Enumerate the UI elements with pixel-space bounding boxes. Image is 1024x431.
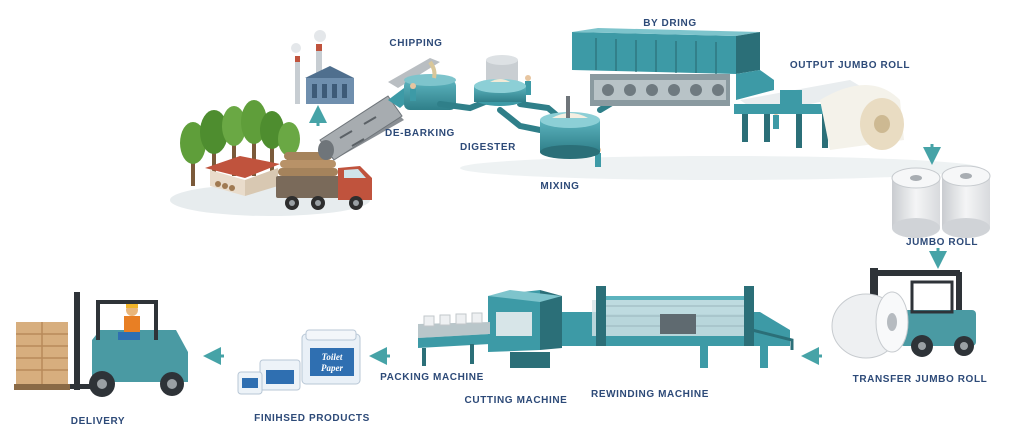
- finished-products: Toilet Paper: [237, 329, 361, 395]
- package-text-line2: Paper: [321, 363, 343, 373]
- mixing-tank: [540, 96, 600, 159]
- cutting-machine: [488, 290, 562, 368]
- label-digester: DIGESTER: [460, 142, 516, 153]
- label-output-jumbo-roll: OUTPUT JUMBO ROLL: [790, 60, 910, 71]
- drying-machine: [572, 28, 774, 106]
- label-rewinding-machine: REWINDING MACHINE: [591, 389, 709, 400]
- label-transfer-jumbo-roll: TRANSFER JUMBO ROLL: [853, 374, 988, 385]
- log-shed: [205, 156, 280, 196]
- package-text-line1: Toilet: [322, 352, 343, 362]
- label-by-dring: BY DRING: [643, 18, 697, 29]
- label-delivery: DELIVERY: [71, 416, 125, 427]
- label-de-barking: DE-BARKING: [385, 128, 455, 139]
- delivery-forklift-icon: [70, 292, 188, 397]
- label-chipping: CHIPPING: [389, 38, 442, 49]
- label-mixing: MIXING: [540, 181, 579, 192]
- roll-icon: [891, 165, 991, 238]
- plant-ground: [460, 156, 980, 180]
- rewinding-machine: [560, 286, 794, 368]
- label-packing-machine: PACKING MACHINE: [380, 372, 484, 383]
- truck-icon: [276, 152, 372, 210]
- factory-icon: [291, 30, 354, 104]
- label-finished-products: FINIHSED PRODUCTS: [254, 413, 370, 424]
- pallet-icon: [14, 322, 70, 390]
- tree-icon: [180, 100, 300, 186]
- digester-tank: [474, 55, 526, 106]
- forklift-icon: [831, 268, 976, 359]
- packing-machine: [418, 312, 490, 366]
- label-jumbo-roll: JUMBO ROLL: [906, 237, 978, 248]
- label-cutting-machine: CUTTING MACHINE: [465, 395, 568, 406]
- reel-section: [734, 80, 904, 150]
